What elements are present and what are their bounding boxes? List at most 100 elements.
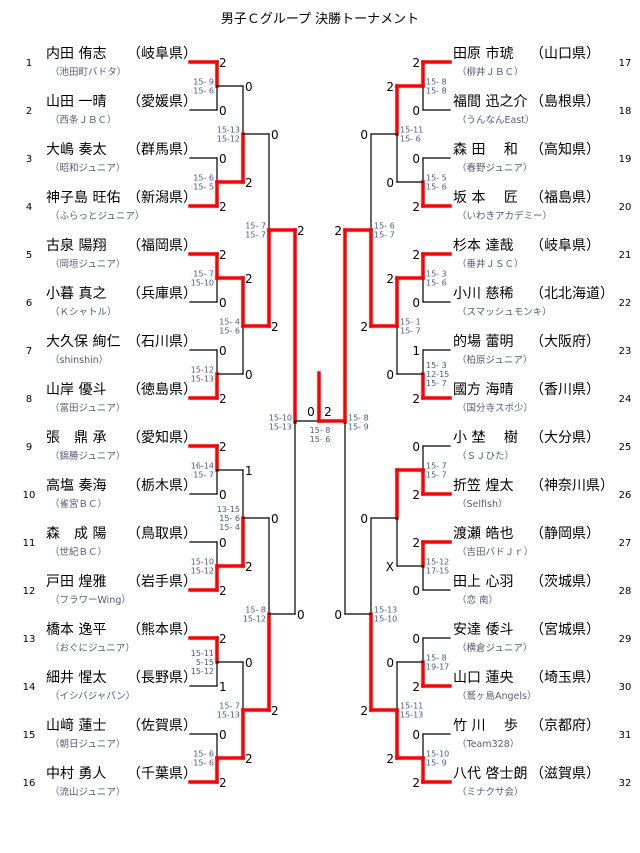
match-score: 2 bbox=[219, 248, 227, 262]
player-name: 安達 倭斗 bbox=[453, 622, 513, 638]
player-prefecture: （長野県） bbox=[127, 670, 197, 686]
player-club: （鷲ヶ島Angels） bbox=[457, 690, 536, 702]
game-scores: 15- 6 bbox=[426, 279, 447, 288]
player-name: 山田 一晴 bbox=[46, 94, 106, 110]
player-prefecture: （山口県） bbox=[530, 46, 600, 62]
player-prefecture: （高知県） bbox=[530, 141, 600, 158]
seed-number: 4 bbox=[26, 202, 32, 213]
game-scores: 15- 6 bbox=[193, 87, 214, 96]
game-scores: 15- 7 bbox=[400, 327, 421, 336]
game-scores: 15- 4 bbox=[219, 318, 240, 327]
match-score: 2 bbox=[412, 200, 420, 214]
game-scores: 16-14 bbox=[191, 462, 214, 471]
player-prefecture: （佐賀県） bbox=[127, 718, 197, 734]
game-scores: 15- 8 bbox=[426, 654, 447, 663]
player-name: 田原 市琥 bbox=[453, 45, 513, 62]
player-prefecture: （群馬県） bbox=[127, 142, 197, 158]
game-scores: 15- 6 bbox=[219, 327, 240, 336]
match-score: 0 bbox=[360, 128, 368, 142]
seed-number: 10 bbox=[23, 490, 36, 501]
game-scores: 15- 4 bbox=[219, 523, 240, 532]
game-scores: 15-10 bbox=[191, 279, 214, 288]
game-scores: 15- 6 bbox=[193, 750, 214, 759]
match-score: 2 bbox=[219, 632, 227, 646]
game-scores: 15- 6 bbox=[219, 514, 240, 523]
player-club: （フラワーWing） bbox=[50, 594, 131, 606]
seed-number: 7 bbox=[26, 346, 32, 357]
game-scores: 15- 1 bbox=[400, 318, 421, 327]
seed-number: 17 bbox=[619, 58, 632, 69]
match-score: 2 bbox=[412, 536, 420, 550]
seed-number: 32 bbox=[619, 778, 632, 789]
match-score: 2 bbox=[412, 488, 420, 502]
player-name: 小 埜 樹 bbox=[453, 430, 518, 446]
game-scores: 15-12 bbox=[191, 667, 214, 676]
player-prefecture: （北北海道） bbox=[530, 286, 614, 302]
game-scores: 15-13 bbox=[374, 606, 397, 615]
match-score: 0 bbox=[245, 656, 253, 670]
player-club: （ＳＪひた） bbox=[457, 450, 514, 462]
game-scores: 15-11 bbox=[191, 649, 214, 658]
match-score: 0 bbox=[386, 176, 394, 190]
seed-number: 20 bbox=[619, 202, 632, 213]
player-club: （富田ジュニア） bbox=[50, 402, 125, 414]
player-name: 細井 惺太 bbox=[46, 670, 106, 686]
match-score: 0 bbox=[219, 536, 227, 550]
player-club: （昭和ジュニア） bbox=[50, 162, 125, 174]
match-score: 0 bbox=[412, 296, 420, 310]
player-club: （錦勝ジュニア） bbox=[50, 450, 125, 462]
player-name: 大久保 絢仁 bbox=[46, 333, 120, 350]
game-scores: 15- 7 bbox=[426, 471, 447, 480]
seed-number: 11 bbox=[23, 538, 36, 549]
game-scores: 15- 6 bbox=[400, 135, 421, 144]
player-club: （流山ジュニア） bbox=[50, 786, 125, 798]
match-score: 0 bbox=[412, 152, 420, 166]
game-scores: 15-13 bbox=[217, 711, 240, 720]
player-prefecture: （福島県） bbox=[530, 190, 600, 206]
player-name: 神子島 旺佑 bbox=[46, 190, 120, 206]
match-score: 2 bbox=[219, 440, 227, 454]
match-score: 2 bbox=[245, 176, 253, 190]
match-score: 0 bbox=[271, 128, 279, 142]
seed-number: 1 bbox=[26, 58, 32, 69]
player-prefecture: （鳥取県） bbox=[127, 526, 197, 542]
player-prefecture: （愛媛県） bbox=[127, 94, 197, 110]
player-club: （Selfish） bbox=[457, 498, 507, 510]
player-name: 渡瀬 皓也 bbox=[453, 526, 513, 542]
seed-number: 18 bbox=[619, 106, 632, 117]
player-prefecture: （埼玉県） bbox=[530, 670, 600, 686]
player-name: 戸田 煌雅 bbox=[46, 574, 106, 590]
match-score: 2 bbox=[412, 680, 420, 694]
player-prefecture: （千葉県） bbox=[127, 766, 197, 782]
game-scores: 15- 7 bbox=[245, 222, 266, 231]
match-score: 2 bbox=[412, 776, 420, 790]
match-score: 1 bbox=[245, 464, 253, 478]
player-club: （吉田バドＪｒ） bbox=[457, 546, 533, 558]
match-score: 2 bbox=[334, 224, 342, 238]
player-club: （春野ジュニア） bbox=[457, 162, 532, 174]
match-score: 0 bbox=[360, 512, 368, 526]
player-name: 竹 川 歩 bbox=[453, 718, 518, 734]
game-scores: 15- 7 bbox=[193, 270, 214, 279]
game-scores: 15- 7 bbox=[426, 462, 447, 471]
match-score: 2 bbox=[412, 56, 420, 70]
game-scores: 15- 9 bbox=[193, 78, 214, 87]
player-prefecture: （栃木県） bbox=[127, 478, 197, 494]
player-club: （スマッシュモンキ） bbox=[457, 306, 552, 318]
player-club: （雀宮ＢＣ） bbox=[50, 498, 107, 510]
match-score: 2 bbox=[245, 752, 253, 766]
match-score: 2 bbox=[360, 704, 368, 718]
seed-number: 23 bbox=[619, 346, 632, 357]
player-club: （shinshin） bbox=[50, 354, 108, 366]
player-name: 坂 本 匠 bbox=[453, 190, 518, 206]
player-name: 小暮 真之 bbox=[46, 286, 106, 302]
player-club: （世紀ＢＣ） bbox=[50, 546, 107, 558]
seed-number: 2 bbox=[26, 106, 32, 117]
player-name: 古泉 陽翔 bbox=[46, 237, 106, 254]
game-scores: 15-10 bbox=[269, 414, 292, 423]
match-score: 0 bbox=[412, 728, 420, 742]
player-name: 田上 心羽 bbox=[453, 574, 513, 590]
final-game-scores: 15- 6 bbox=[310, 435, 331, 444]
player-prefecture: （岐阜県） bbox=[127, 45, 197, 62]
player-club: （国分寺スポ少） bbox=[457, 402, 533, 414]
